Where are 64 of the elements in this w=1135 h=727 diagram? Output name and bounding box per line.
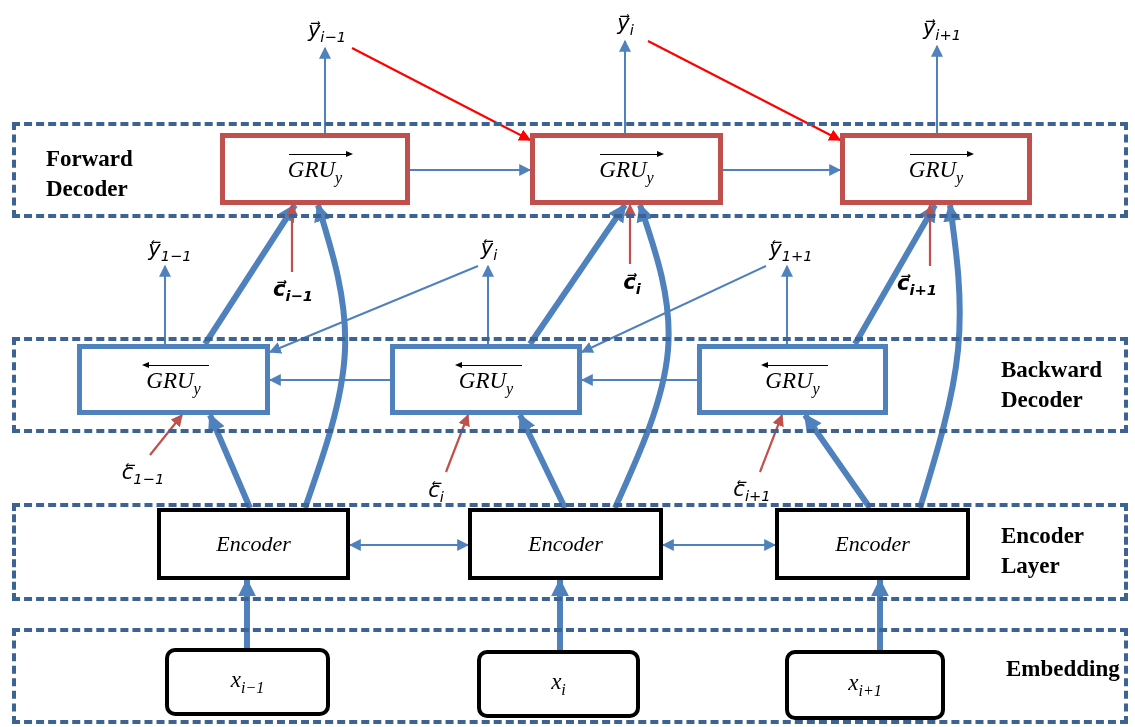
arrow [758,413,784,473]
arrow [931,44,943,134]
arrow [551,578,569,650]
arrow [580,374,698,386]
arrow [319,46,331,134]
gru-box: GRU$_{y}$ [840,133,1032,205]
layer-label: Encoder Layer [1001,522,1085,580]
input-box: x$_{i}$ [477,650,640,718]
arrow [202,203,298,346]
gru-box: GRU$_{y}$ [697,344,888,415]
arrow [871,578,889,650]
context-label: c⃖$_{1−1}$ [110,455,176,489]
arrow [852,203,938,346]
arrow [482,264,494,345]
input-box: x$_{i−1}$ [165,648,330,716]
gru-box: GRU$_{y}$ [77,344,270,415]
dashed-layer-panel [12,122,1128,218]
dashed-layer-panel [12,628,1128,724]
arrow [286,203,298,272]
dashed-layer-panel [12,503,1128,601]
encoder-box: Encoder [775,508,970,580]
arrow [924,203,936,266]
output-label: y⃗$_{i−1}$ [298,12,356,48]
arrow [722,164,842,176]
gru-box: GRU$_{y}$ [390,344,582,415]
arrow [647,40,842,141]
context-label: c⃗$_{i−1}$ [262,272,324,306]
input-box: x$_{i+1}$ [785,650,945,720]
context-label: c⃖$_{i+1}$ [721,472,783,506]
output-label: y⃗$_{i}$ [603,5,648,41]
arrow [159,264,171,345]
context-label: c⃗$_{i+1}$ [884,266,950,300]
context-label: c⃖$_{i}$ [414,472,458,508]
arrow [444,413,470,473]
gru-box: GRU$_{y}$ [220,133,410,205]
output-label: y⃖$_{1−1}$ [138,232,202,266]
arrow [517,413,568,510]
gru-box: GRU$_{y}$ [530,133,723,205]
encoder-box: Encoder [157,508,350,580]
arrow [619,39,631,134]
arrow [238,578,256,648]
layer-label: Embedding [1006,655,1121,683]
dashed-layer-panel [12,337,1128,433]
arrow [917,203,963,509]
output-label: y⃖$_{i}$ [468,230,510,266]
arrow [302,203,349,509]
context-label: c⃗$_{i}$ [612,264,652,300]
arrow [802,413,873,510]
output-label: y⃖$_{1+1}$ [758,232,824,266]
encoder-box: Encoder [468,508,663,580]
arrow [207,413,253,510]
arrow [409,164,532,176]
arrow [149,414,183,456]
arrow [612,203,672,510]
arrow [781,264,793,345]
arrow [268,374,391,386]
output-label: y⃗$_{i+1}$ [910,10,974,46]
arrow [624,203,636,264]
layer-label: Forward Decoder [46,145,134,203]
arrow [527,203,628,346]
layer-label: Backward Decoder [1001,356,1103,414]
arrow [580,265,767,353]
arrow [268,265,479,354]
arrow [351,47,532,141]
